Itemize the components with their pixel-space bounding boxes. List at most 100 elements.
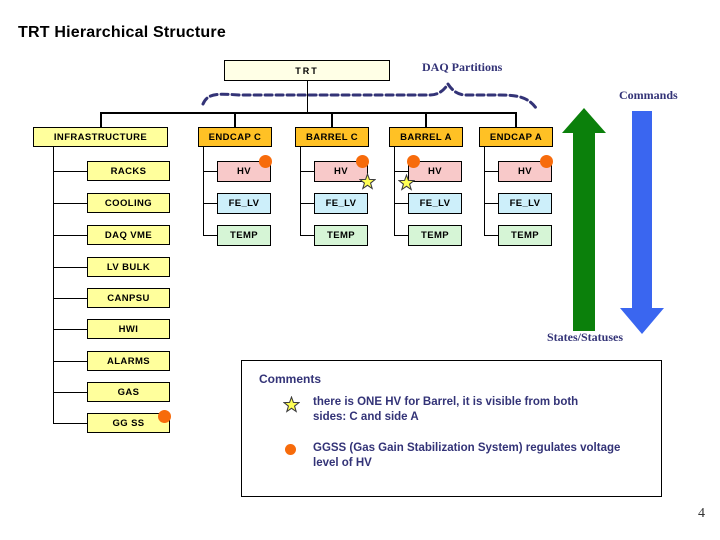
connector-line xyxy=(53,202,87,204)
partition-header-endcap-a-label: ENDCAP A xyxy=(489,131,543,143)
connector-line xyxy=(100,112,102,128)
states-statuses-label: States/Statuses xyxy=(547,330,624,344)
infrastructure-item-racks-label: RACKS xyxy=(110,165,147,177)
partition-barrel-c-hv-box-label: HV xyxy=(334,166,348,177)
trt-connector-line xyxy=(306,80,308,112)
comment-text: GGSS (Gas Gain Stabilization System) reg… xyxy=(313,442,621,469)
partition-header-barrel-c: BARREL C xyxy=(295,127,369,147)
infrastructure-item-gg-ss: GG SS xyxy=(87,410,171,433)
star-icon xyxy=(282,395,301,418)
infrastructure-item-cooling: COOLING xyxy=(87,193,170,213)
partition-barrel-a-temp-box-label: TEMP xyxy=(421,230,449,241)
infrastructure-item-lv-bulk: LV BULK xyxy=(87,257,170,277)
infrastructure-item-hwi-label: HWI xyxy=(118,323,139,335)
connector-line xyxy=(484,170,498,173)
connector-line xyxy=(203,170,217,173)
partition-endcap-c-temp-box: TEMP xyxy=(217,225,271,246)
connector-line xyxy=(300,234,314,237)
daq-partitions-brace xyxy=(201,81,538,110)
partition-barrel-a-hv-box: HV xyxy=(398,155,462,191)
connector-line xyxy=(331,112,333,128)
partition-endcap-a-hv-box-label: HV xyxy=(518,166,532,177)
connector-line xyxy=(203,234,217,237)
partition-header-endcap-c-label: ENDCAP C xyxy=(208,131,262,143)
orange-dot-icon xyxy=(540,155,553,168)
states-up-arrow-icon xyxy=(562,108,606,331)
connector-line xyxy=(53,234,87,236)
connector-line xyxy=(484,202,498,205)
connector-line xyxy=(203,202,217,205)
infrastructure-item-hwi: HWI xyxy=(87,319,170,339)
orange-dot-icon xyxy=(356,155,369,168)
star-marker-icon xyxy=(282,395,301,413)
partition-trunk-line xyxy=(393,147,395,236)
partition-endcap-c-temp-box-label: TEMP xyxy=(230,230,258,241)
partition-endcap-c-fe-lv-box-label: FE_LV xyxy=(228,198,260,209)
connector-line xyxy=(394,234,408,237)
partition-trunk-line xyxy=(202,147,204,236)
infrastructure-item-alarms-label: ALARMS xyxy=(106,355,151,367)
orange-dot-icon xyxy=(259,155,272,168)
infrastructure-header-box-label: INFRASTRUCTURE xyxy=(53,131,148,143)
slide-title: TRT Hierarchical Structure xyxy=(18,24,226,41)
partition-barrel-c-fe-lv-box-label: FE_LV xyxy=(325,198,357,209)
infrastructure-item-lv-bulk-label: LV BULK xyxy=(106,261,151,273)
infrastructure-item-gas: GAS xyxy=(87,382,170,402)
partition-header-endcap-c: ENDCAP C xyxy=(198,127,272,147)
partition-endcap-c-hv-box: HV xyxy=(217,155,272,182)
partition-barrel-c-temp-box-label: TEMP xyxy=(327,230,355,241)
connector-line xyxy=(53,391,87,393)
partition-header-barrel-a-label: BARREL A xyxy=(400,131,452,143)
comment-text: there is ONE HV for Barrel, it is visibl… xyxy=(313,396,579,423)
connector-line xyxy=(53,170,87,172)
comment-item: there is ONE HV for Barrel, it is visibl… xyxy=(282,395,651,425)
infrastructure-item-alarms: ALARMS xyxy=(87,351,170,371)
star-marker-icon xyxy=(398,174,415,191)
comments-list: there is ONE HV for Barrel, it is visibl… xyxy=(242,395,661,471)
connector-line xyxy=(53,360,87,362)
connector-line xyxy=(425,112,427,128)
partition-header-endcap-a: ENDCAP A xyxy=(479,127,553,147)
partition-endcap-a-fe-lv-box-label: FE_LV xyxy=(509,198,541,209)
orange-dot-icon xyxy=(407,155,420,168)
comment-item: GGSS (Gas Gain Stabilization System) reg… xyxy=(283,441,651,471)
commands-label: Commands xyxy=(619,88,678,102)
orange-dot-icon xyxy=(158,410,171,423)
partition-barrel-c-temp-box: TEMP xyxy=(314,225,368,246)
infrastructure-item-canpsu-label: CANPSU xyxy=(107,292,150,304)
partition-endcap-a-hv-box: HV xyxy=(498,155,553,182)
daq-partitions-label: DAQ Partitions xyxy=(422,60,503,74)
header-connector-line xyxy=(101,112,516,114)
trt-root-label: TRT xyxy=(295,65,319,76)
connector-line xyxy=(234,112,236,128)
partition-endcap-a-temp-box: TEMP xyxy=(498,225,552,246)
partition-endcap-a-temp-box-label: TEMP xyxy=(511,230,539,241)
page-number: 4 xyxy=(698,506,705,521)
partition-header-barrel-c-label: BARREL C xyxy=(305,131,359,143)
connector-line xyxy=(53,422,87,424)
infrastructure-item-daq-vme: DAQ VME xyxy=(87,225,170,245)
partition-barrel-a-temp-box: TEMP xyxy=(408,225,462,246)
connector-line xyxy=(300,170,314,173)
infrastructure-trunk-line xyxy=(52,147,54,423)
connector-line xyxy=(484,234,498,237)
comments-title: Comments xyxy=(259,372,322,386)
partition-barrel-c-fe-lv-box: FE_LV xyxy=(314,193,368,214)
infrastructure-item-gas-label: GAS xyxy=(117,386,140,398)
partition-endcap-c-fe-lv-box: FE_LV xyxy=(217,193,271,214)
partition-barrel-a-fe-lv-box: FE_LV xyxy=(408,193,462,214)
connector-line xyxy=(53,328,87,330)
infrastructure-item-racks: RACKS xyxy=(87,161,170,181)
connector-line xyxy=(394,202,408,205)
connector-line xyxy=(53,297,87,299)
partition-endcap-c-hv-box-label: HV xyxy=(237,166,251,177)
partition-barrel-c-hv-box: HV xyxy=(314,155,376,190)
commands-down-arrow-icon xyxy=(620,111,664,334)
star-marker-icon xyxy=(359,173,376,190)
connector-line xyxy=(53,266,87,268)
orange-dot-icon xyxy=(285,444,296,455)
connector-line xyxy=(515,112,517,128)
comments-panel: Comments there is ONE HV for Barrel, it … xyxy=(241,360,662,497)
partition-header-barrel-a: BARREL A xyxy=(389,127,463,147)
